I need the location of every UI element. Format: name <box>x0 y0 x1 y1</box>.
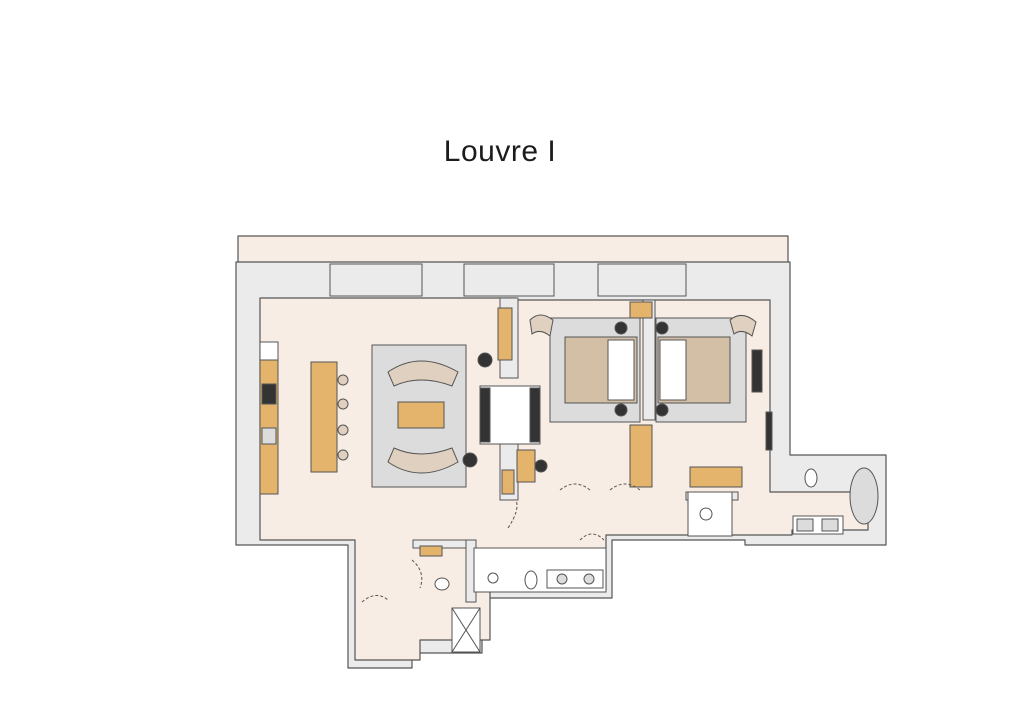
washbasin <box>556 573 568 585</box>
washbasin <box>796 518 814 532</box>
nightstand-lamp <box>614 321 628 335</box>
fridge <box>259 341 279 361</box>
desk <box>516 449 536 483</box>
radiator <box>765 411 773 451</box>
toilet <box>804 468 818 488</box>
window <box>597 263 687 297</box>
bathroom-vanity <box>546 569 604 589</box>
shelf <box>501 469 515 495</box>
dining-chair <box>337 449 349 461</box>
sofa <box>387 360 459 387</box>
shower-drain <box>699 507 713 521</box>
window <box>329 263 423 297</box>
dining-table <box>310 361 338 473</box>
cooktop <box>261 383 277 405</box>
dining-chair <box>337 424 349 436</box>
armchair <box>529 314 554 337</box>
washbasin <box>487 572 499 584</box>
washbasin <box>821 518 839 532</box>
wardrobe <box>629 301 653 319</box>
nightstand-lamp <box>614 403 628 417</box>
bathtub <box>849 467 879 525</box>
pillow <box>659 339 687 401</box>
nightstand-lamp <box>655 403 669 417</box>
door <box>361 595 389 603</box>
washbasin <box>583 573 595 585</box>
radiator <box>751 349 763 393</box>
sideboard <box>497 307 513 361</box>
door <box>579 533 605 541</box>
toilet <box>524 570 538 590</box>
wardrobe <box>689 466 743 488</box>
door <box>559 483 591 491</box>
sofa <box>387 447 459 474</box>
door <box>411 559 423 589</box>
floor-plan-title: Louvre I <box>443 135 557 168</box>
television <box>529 387 541 443</box>
window <box>463 263 555 297</box>
toilet <box>434 577 450 591</box>
wardrobe <box>629 424 653 488</box>
coffee-table <box>397 401 445 429</box>
dining-chair <box>337 374 349 386</box>
desk-chair <box>534 459 548 473</box>
nightstand-lamp <box>655 321 669 335</box>
guest-wc-basin <box>419 545 443 557</box>
television <box>479 387 491 443</box>
door <box>609 483 641 491</box>
kitchen-counter <box>259 359 279 495</box>
partition-wall <box>642 299 656 421</box>
pillow <box>607 339 635 401</box>
dining-chair <box>337 398 349 410</box>
armchair <box>729 315 757 337</box>
door <box>507 499 518 529</box>
kitchen-sink <box>261 427 277 445</box>
armchair <box>477 352 493 368</box>
armchair <box>462 452 478 468</box>
